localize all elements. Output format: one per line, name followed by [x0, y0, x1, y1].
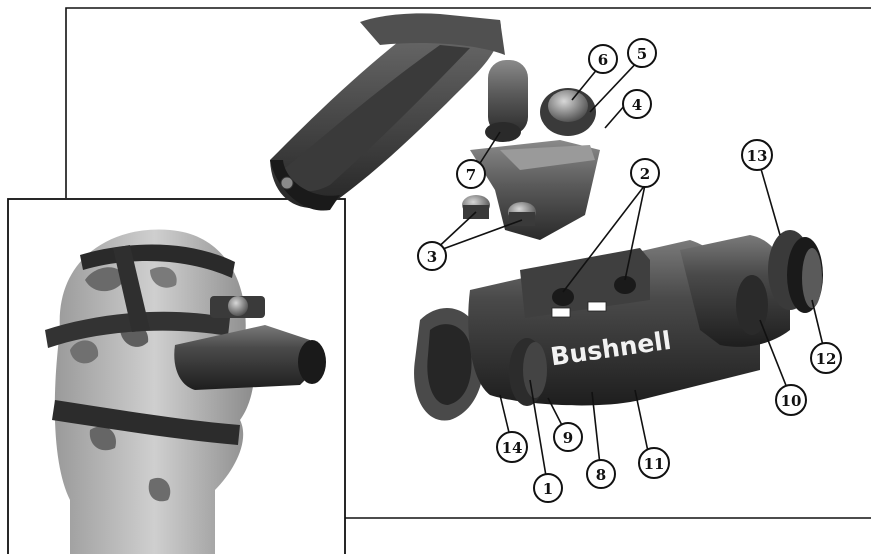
callout-10: 10	[775, 384, 807, 416]
head-with-headgear-photo	[45, 229, 326, 554]
callout-12: 12	[810, 342, 842, 374]
callout-14: 14	[496, 431, 528, 463]
svg-text:5: 5	[637, 45, 647, 63]
svg-text:10: 10	[781, 392, 802, 410]
svg-text:8: 8	[596, 466, 606, 484]
callout-6: 6	[588, 44, 618, 74]
svg-text:2: 2	[640, 165, 650, 183]
callout-2: 2	[630, 158, 660, 188]
svg-text:14: 14	[502, 439, 523, 457]
callout-3: 3	[417, 241, 447, 271]
headgear-bracket-illustration	[270, 13, 600, 240]
svg-text:9: 9	[563, 429, 573, 447]
callout-13: 13	[741, 139, 773, 171]
callout-5: 5	[627, 38, 657, 68]
callout-1: 1	[533, 473, 563, 503]
svg-text:7: 7	[466, 166, 476, 184]
svg-text:12: 12	[816, 350, 837, 368]
svg-text:11: 11	[644, 455, 665, 473]
callout-9: 9	[553, 422, 583, 452]
monocular-illustration: Bushnell	[414, 230, 823, 421]
svg-text:1: 1	[543, 480, 553, 498]
svg-text:4: 4	[632, 96, 642, 114]
svg-text:6: 6	[598, 51, 608, 69]
callout-4: 4	[622, 89, 652, 119]
svg-text:3: 3	[427, 248, 437, 266]
callout-11: 11	[638, 447, 670, 479]
callout-7: 7	[456, 159, 486, 189]
callout-8: 8	[586, 459, 616, 489]
svg-text:13: 13	[747, 147, 768, 165]
